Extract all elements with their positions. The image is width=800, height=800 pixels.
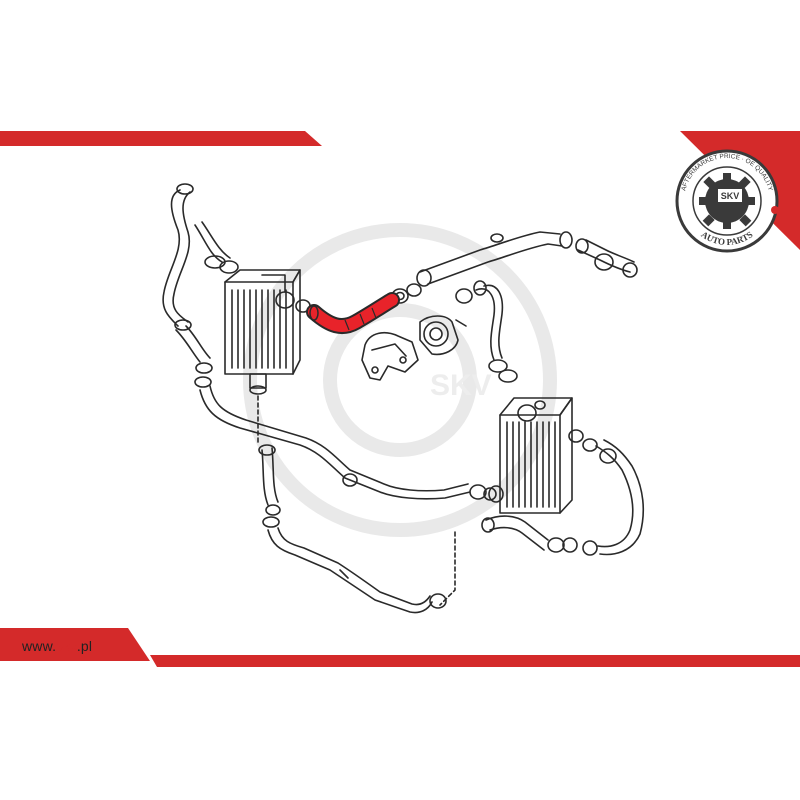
parts-diagram [162,183,645,614]
url-prefix: www. [22,638,57,654]
pipe-long-middle [199,385,497,501]
watermark-text: SKV [430,369,492,402]
hose-left-small [194,221,239,274]
watermark [243,223,557,537]
badge-brand: SKV [721,191,740,201]
hose-lower-left [258,444,281,528]
website-url[interactable]: www.skv.pl [22,638,92,654]
url-suffix: .pl [76,638,93,654]
throttle-body [419,288,473,356]
pipe-bottom [267,527,447,614]
hose-right-side [568,429,645,556]
skv-badge: SKV AFTERMARKET PRICE · OE QUALITY AUTO … [675,149,779,253]
hose-lower-middle [481,515,578,553]
top-left-banner [0,131,322,146]
hose-right-vertical [473,280,518,383]
hose-right-upper [575,238,638,278]
intake-manifold [361,331,419,381]
hose-left-upper [162,183,194,331]
bottom-left-banner [0,628,150,661]
intercooler-left [224,269,311,395]
hose-left-lower [175,325,213,388]
dashed-guides [257,395,456,606]
highlighted-hose [306,292,400,335]
url-brand: skv [56,638,77,654]
intercooler-right [488,397,573,514]
pipe-upper-center [406,231,573,297]
bottom-main-banner [150,655,800,667]
